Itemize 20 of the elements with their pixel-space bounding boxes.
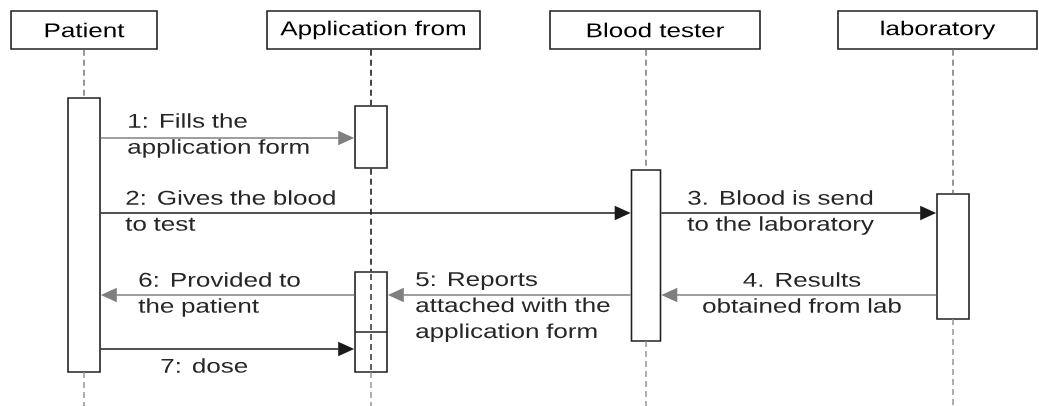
- lifeline: [83, 49, 85, 98]
- edge-label: 1: Fills the application form: [128, 113, 309, 158]
- lifeline-header-box: Application from: [266, 10, 481, 50]
- activation-box: [354, 271, 388, 373]
- lifeline-header-box: laboratory: [837, 10, 1038, 50]
- activation-box: [67, 97, 101, 373]
- lifeline-header-box: Blood tester: [549, 10, 761, 50]
- edge-label: 3. Blood is send to the laboratory: [687, 190, 874, 235]
- edge-label: 5: Reports attached with the application form: [416, 272, 610, 343]
- activation-box: [354, 105, 388, 169]
- lifeline: [370, 168, 372, 272]
- edge-label: 2: Gives the blood to test: [125, 190, 335, 231]
- edge-label: 4. Results obtained from lab: [703, 272, 901, 313]
- activation-box: [630, 169, 662, 342]
- edge-label: 6: Provided to the patient: [138, 272, 300, 317]
- activation-box: [936, 193, 970, 320]
- lifeline: [952, 49, 954, 194]
- edge-label: 7: dose: [161, 358, 248, 373]
- lifeline: [370, 49, 372, 106]
- lifeline-header-box: Patient: [10, 10, 158, 50]
